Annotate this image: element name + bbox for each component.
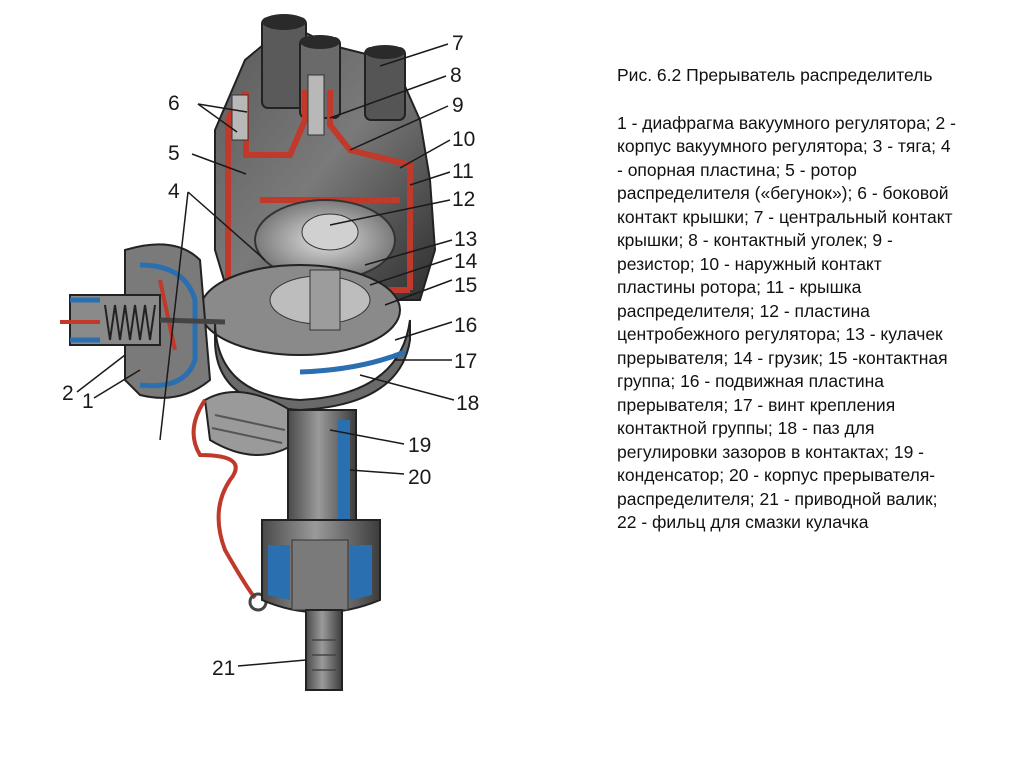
condenser-wire	[191, 398, 257, 600]
caption-legend: 1 - диафрагма вакуумного регулятора; 2 -…	[617, 112, 956, 533]
leader-lines	[76, 43, 455, 667]
vacuum-regulator	[60, 243, 226, 399]
callout-9: 9	[452, 94, 464, 117]
callout-18: 18	[456, 392, 479, 415]
callout-4: 4	[168, 180, 180, 203]
center-carbon-contact	[307, 74, 325, 136]
callout-numbers: 7 8 9 10 11 12 13 14 15 16 17 18 19 20 2…	[62, 32, 479, 680]
callout-13: 13	[454, 228, 477, 251]
callout-20: 20	[408, 466, 431, 489]
callout-7: 7	[452, 32, 464, 55]
distributor-drawing: 7 8 9 10 11 12 13 14 15 16 17 18 19 20 2…	[60, 14, 479, 691]
callout-14: 14	[454, 250, 478, 273]
callout-2: 2	[62, 382, 74, 405]
callout-17: 17	[454, 350, 477, 373]
side-contact	[231, 94, 249, 141]
callout-8: 8	[450, 64, 462, 87]
distributor-illustration: 7 8 9 10 11 12 13 14 15 16 17 18 19 20 2…	[60, 14, 479, 691]
caption-title: Рис. 6.2 Прерыватель распределитель	[617, 65, 933, 85]
callout-10: 10	[452, 128, 475, 151]
callout-16: 16	[454, 314, 477, 337]
callout-19: 19	[408, 434, 431, 457]
callout-15: 15	[454, 274, 477, 297]
callout-6: 6	[168, 92, 180, 115]
callout-5: 5	[168, 142, 180, 165]
callout-12: 12	[452, 188, 475, 211]
callout-11: 11	[452, 160, 474, 183]
rotor-assembly	[199, 199, 401, 356]
callout-21: 21	[212, 657, 235, 680]
shaft-housing	[261, 409, 381, 614]
drive-shaft	[305, 609, 343, 691]
callout-1: 1	[82, 390, 94, 413]
figure-caption: Рис. 6.2 Прерыватель распределитель 1 - …	[617, 64, 957, 535]
